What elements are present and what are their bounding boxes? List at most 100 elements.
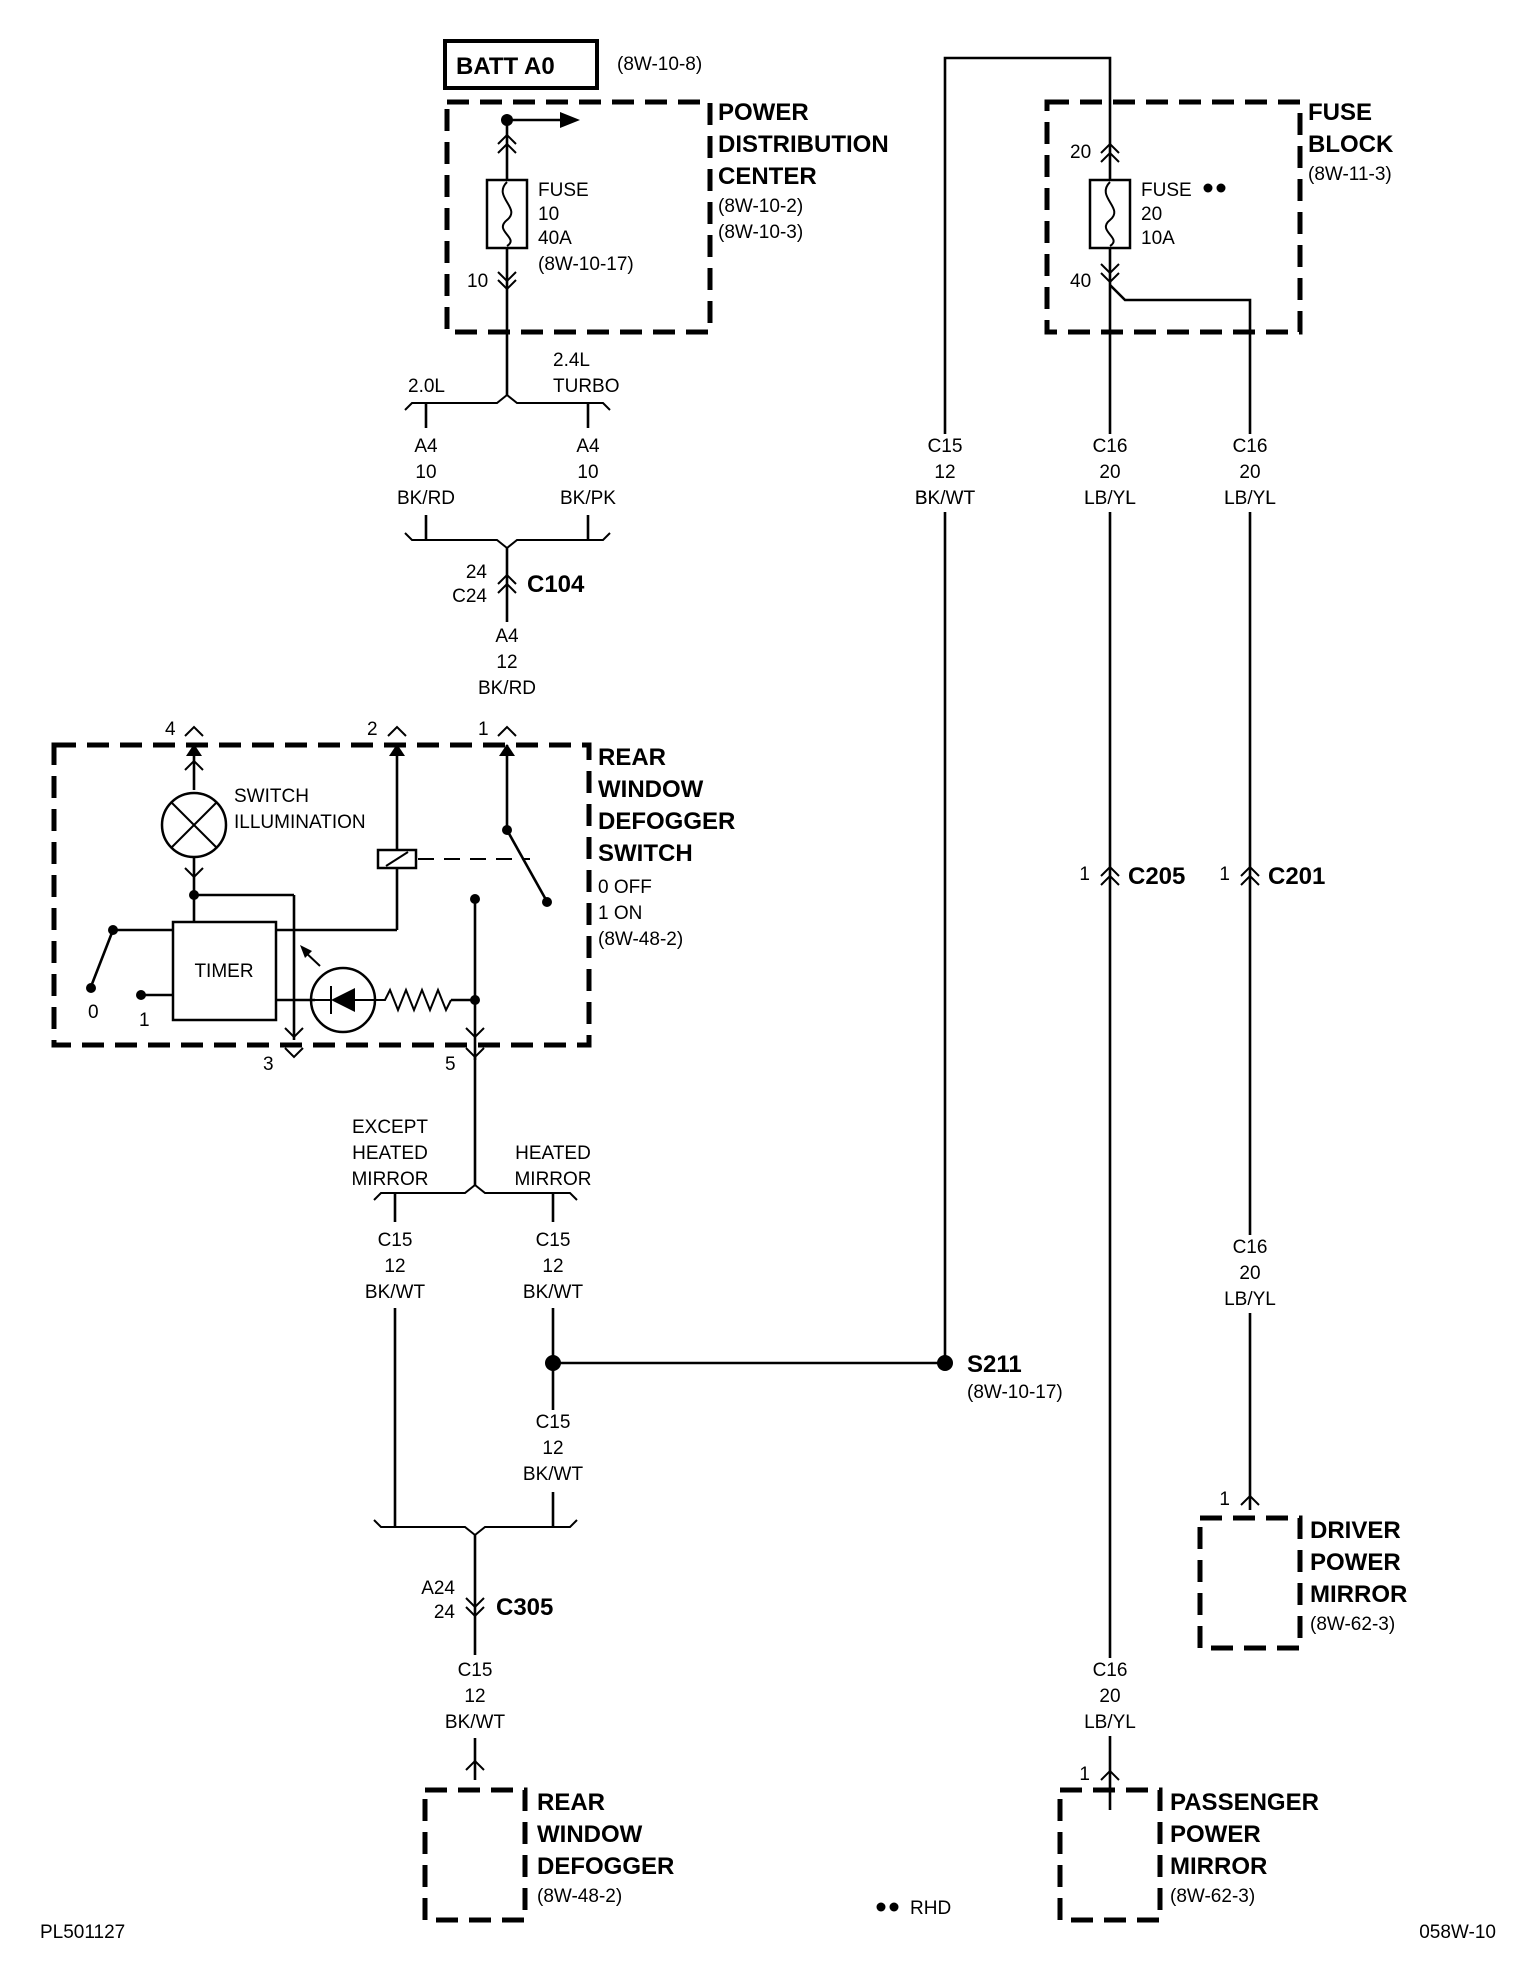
svg-text:C16: C16	[1233, 436, 1268, 457]
c16-d-3: LB/YL	[1084, 1712, 1136, 1733]
defogger-term	[465, 1759, 485, 1771]
c201-icon	[1240, 865, 1260, 877]
a4-12-3: BK/RD	[478, 678, 536, 699]
batt-label: BATT A0	[456, 53, 555, 80]
svg-text:C15: C15	[928, 436, 963, 457]
c15-left-3: BK/WT	[365, 1282, 426, 1303]
pdc-ref-2: (8W-10-3)	[718, 222, 803, 243]
pin3-term	[284, 1047, 304, 1059]
split-heated-2: MIRROR	[514, 1169, 591, 1190]
a4-right-1: A4	[576, 436, 600, 457]
driver-title-3: MIRROR	[1310, 1581, 1407, 1608]
pdc-box	[444, 99, 713, 335]
c305-label: C305	[496, 1594, 553, 1621]
selector-pos-1: 1	[139, 1010, 150, 1031]
switch-note-on: 1 ON	[598, 903, 642, 924]
c15-bot-2: 12	[464, 1686, 485, 1707]
c305-icon	[465, 1597, 485, 1609]
pin-2: 2	[367, 719, 378, 740]
pin2-term	[387, 725, 407, 737]
fuse-block-box	[1044, 99, 1303, 335]
split-except-1: EXCEPT	[352, 1117, 428, 1138]
rhd-marker-icon	[1203, 183, 1213, 193]
illum-l2: ILLUMINATION	[234, 812, 366, 833]
c16-c-3: LB/YL	[1224, 1289, 1276, 1310]
c16-d-2: 20	[1099, 1686, 1120, 1707]
svg-text:C16: C16	[1093, 436, 1128, 457]
footnote-rhd: RHD	[910, 1898, 951, 1919]
code-right: 058W-10	[1419, 1922, 1496, 1943]
driver-mirror-pin: 1	[1219, 1489, 1230, 1510]
c15-left-1: C15	[378, 1230, 413, 1251]
passenger-title-2: POWER	[1170, 1821, 1261, 1848]
pin4-term	[184, 725, 204, 737]
fb-ref: (8W-11-3)	[1308, 164, 1392, 185]
fuse-10-icon	[485, 178, 529, 250]
driver-title-1: DRIVER	[1310, 1517, 1401, 1544]
a4-left-2: 10	[415, 462, 436, 483]
code-left: PL501127	[40, 1922, 125, 1943]
switch-title-2: WINDOW	[598, 776, 704, 803]
pin-3: 3	[263, 1054, 274, 1075]
driver-ref: (8W-62-3)	[1310, 1614, 1395, 1635]
c15-right-3: BK/WT	[523, 1282, 584, 1303]
selector-pos-0: 0	[88, 1002, 99, 1023]
a4-12-2: 12	[496, 652, 517, 673]
svg-text:20: 20	[1239, 462, 1260, 483]
c15-mid-1: C15	[536, 1412, 571, 1433]
c104-icon	[497, 573, 517, 585]
c15-right-1: C15	[536, 1230, 571, 1251]
split-turbo: TURBO	[553, 376, 620, 397]
passenger-mirror-box	[1057, 1787, 1163, 1923]
fuse20-l3: 10A	[1141, 228, 1175, 249]
driver-mirror-box	[1197, 1515, 1303, 1651]
c104-label: C104	[527, 571, 585, 598]
s211-label: S211	[967, 1351, 1022, 1378]
split-2.4L: 2.4L	[553, 350, 590, 371]
switch-note-off: 0 OFF	[598, 877, 652, 898]
split-except-3: MIRROR	[351, 1169, 428, 1190]
c15-left-2: 12	[384, 1256, 405, 1277]
defogger-ref: (8W-48-2)	[537, 1886, 622, 1907]
batt-ref: (8W-10-8)	[617, 54, 702, 75]
pin-4: 4	[165, 719, 176, 740]
fuse20-l1: FUSE	[1141, 180, 1192, 201]
c15-bot-1: C15	[458, 1660, 493, 1681]
pdc-title-1: POWER	[718, 99, 809, 126]
fuse20-l2: 20	[1141, 204, 1162, 225]
a4-left-3: BK/RD	[397, 488, 455, 509]
s211-node	[937, 1355, 953, 1371]
c305-pin-a24: A24	[421, 1578, 455, 1599]
pdc-term-top	[497, 133, 517, 145]
c16-branch-wire	[1109, 284, 1252, 1510]
passenger-mirror-pin: 1	[1079, 1764, 1090, 1785]
rear-defogger-box	[422, 1787, 528, 1923]
c15-mid-2: 12	[542, 1438, 563, 1459]
switch-title-4: SWITCH	[598, 840, 693, 867]
c201-label: C201	[1268, 863, 1325, 890]
timer-box	[171, 920, 278, 1022]
main-switch-blade	[505, 829, 547, 899]
passenger-ref: (8W-62-3)	[1170, 1886, 1255, 1907]
pdc-ref-1: (8W-10-2)	[718, 196, 803, 217]
bus-arrow-icon	[560, 112, 580, 128]
mirror-join-bracket	[373, 1519, 578, 1537]
svg-text:12: 12	[934, 462, 955, 483]
switch-title-1: REAR	[598, 744, 666, 771]
defogger-title-1: REAR	[537, 1789, 605, 1816]
resistor-icon	[371, 987, 452, 1013]
fuse10-l1: FUSE	[538, 180, 589, 201]
pdc-title-2: DISTRIBUTION	[718, 131, 889, 158]
timer-label: TIMER	[194, 961, 253, 982]
fuse10-l3: 40A	[538, 228, 572, 249]
s211-ref: (8W-10-17)	[967, 1382, 1063, 1403]
c15-bot-3: BK/WT	[445, 1712, 506, 1733]
switch-title-3: DEFOGGER	[598, 808, 735, 835]
c205-label: C205	[1128, 863, 1185, 890]
c16-c-1: C16	[1233, 1237, 1268, 1258]
selector-blade	[90, 929, 115, 985]
a4-12-1: A4	[495, 626, 519, 647]
c16-d-1: C16	[1093, 1660, 1128, 1681]
a4-right-3: BK/PK	[560, 488, 616, 509]
fb-title-1: FUSE	[1308, 99, 1372, 126]
